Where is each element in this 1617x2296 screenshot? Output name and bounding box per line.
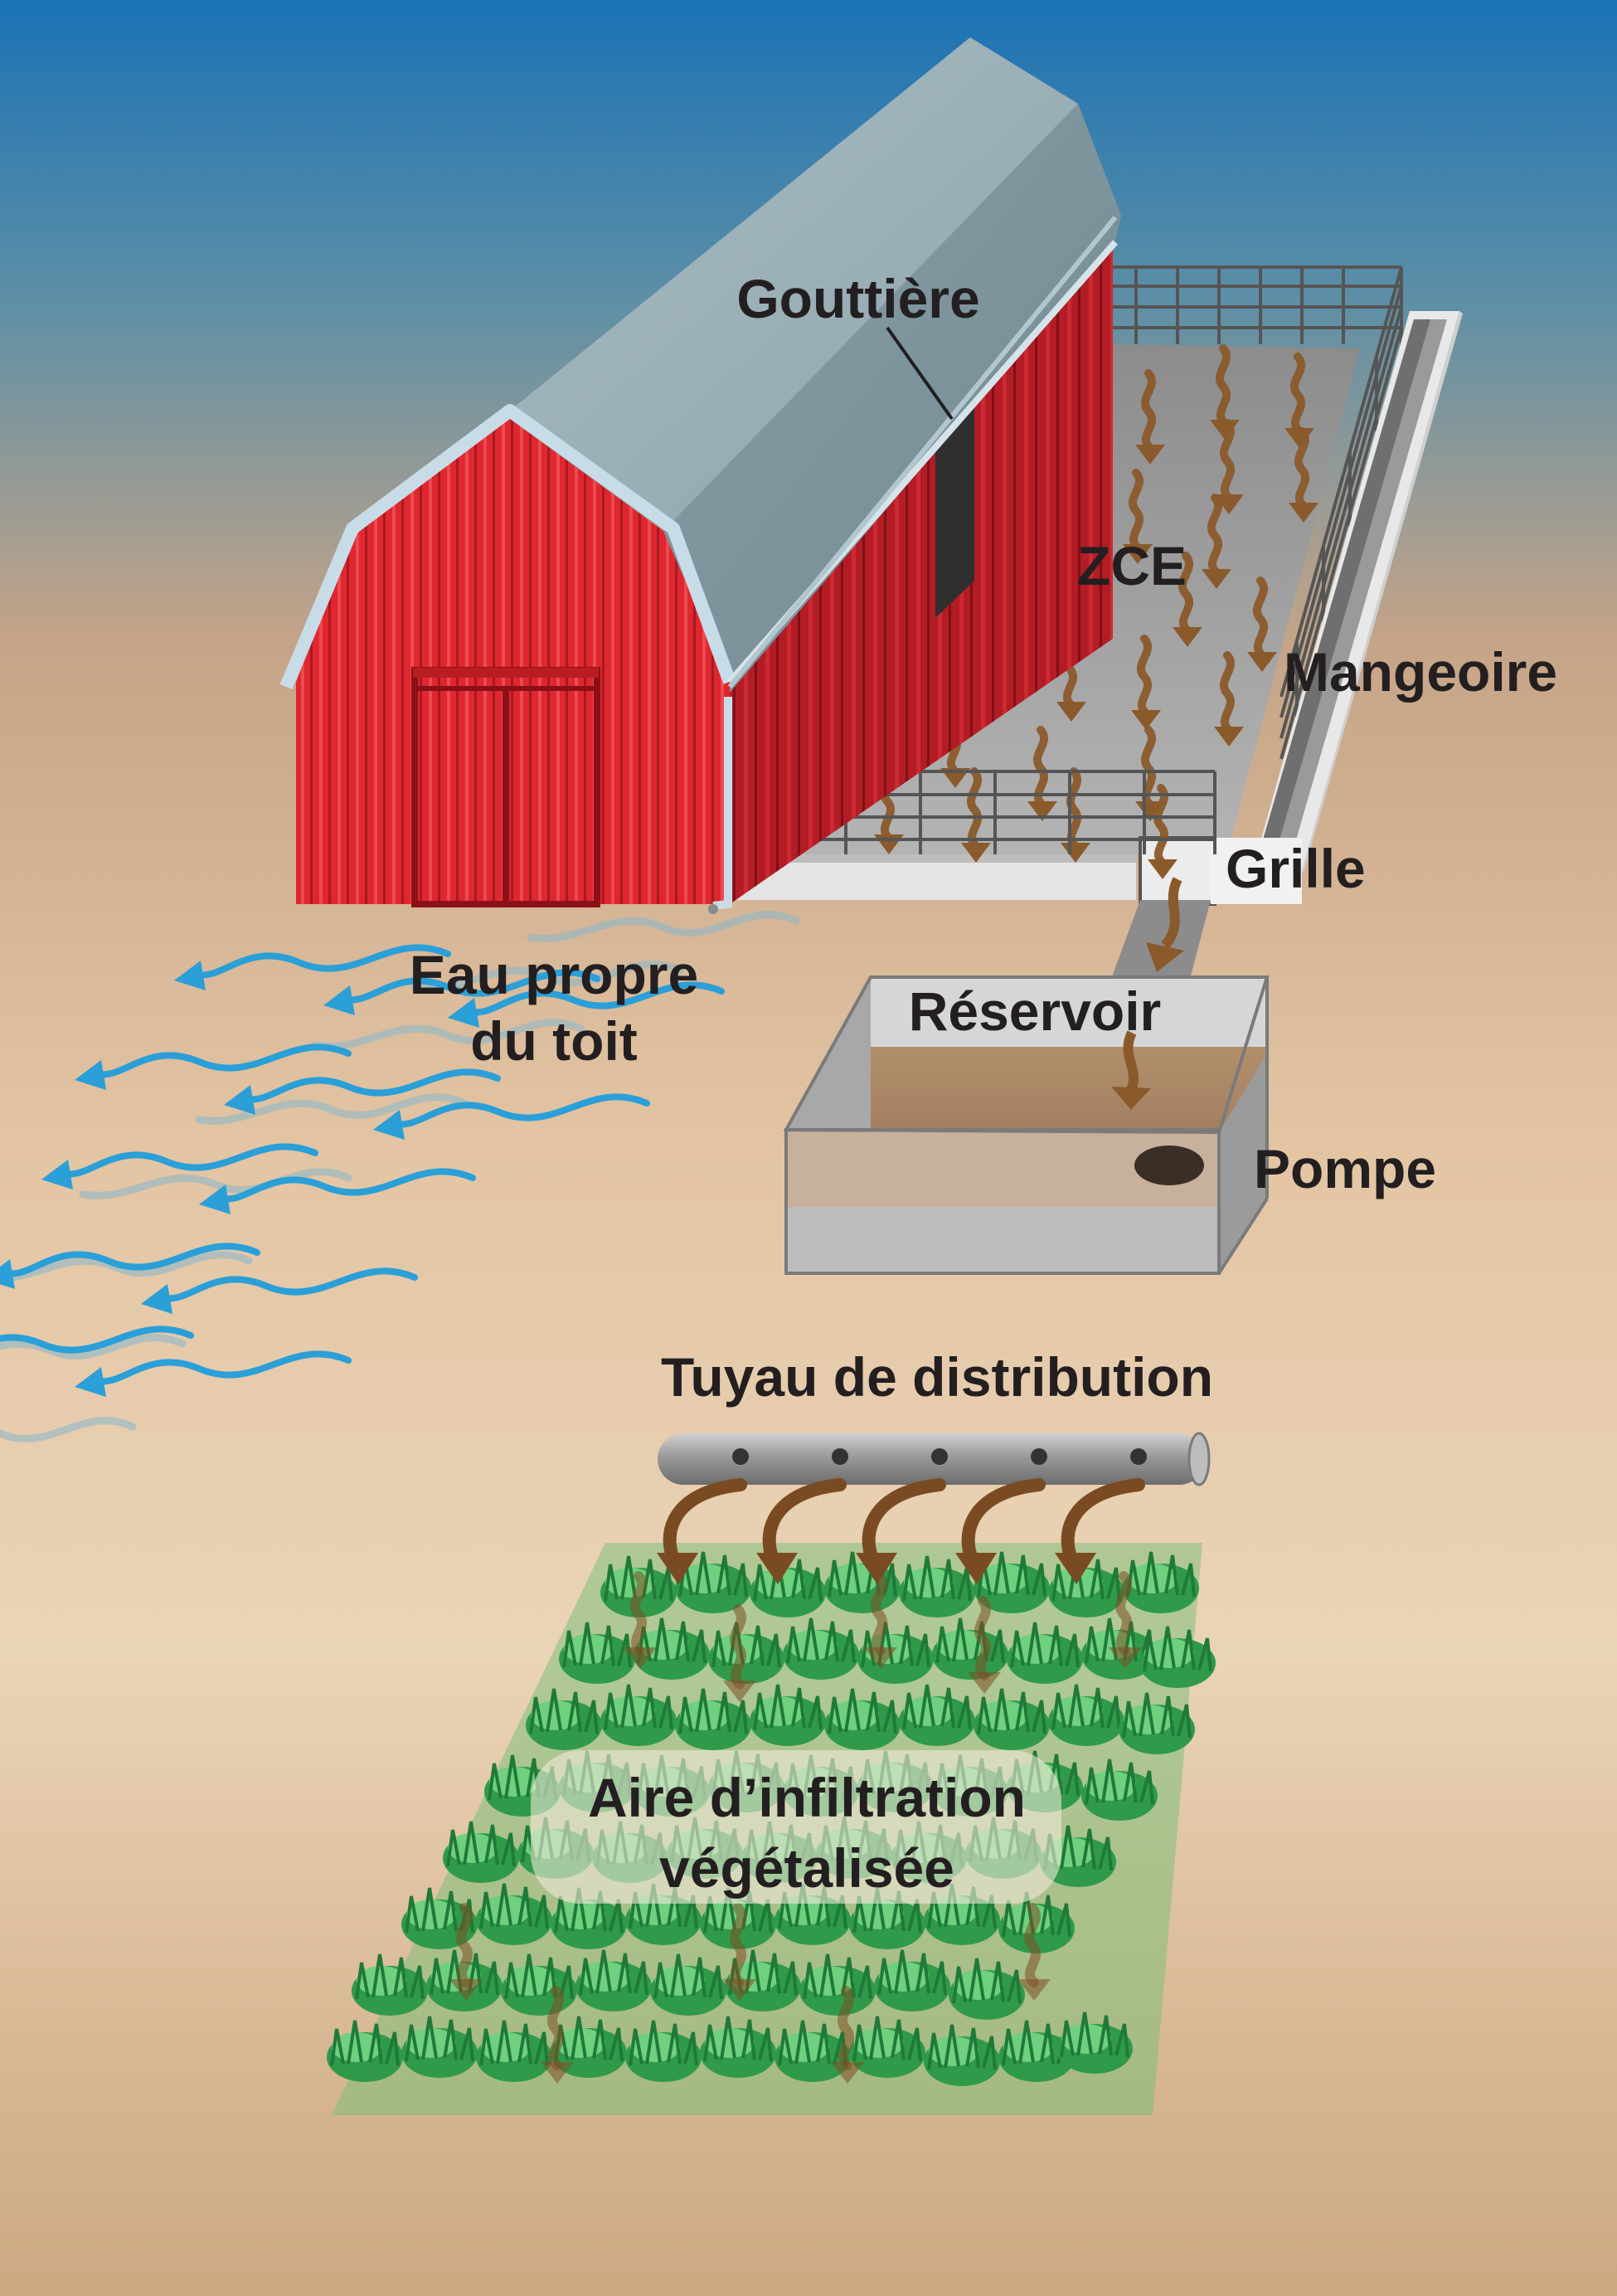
tank-label: Réservoir — [909, 980, 1162, 1042]
pump-icon — [1134, 1146, 1204, 1185]
barn — [279, 37, 1121, 914]
roof-water-label-line2: du toit — [470, 1010, 638, 1072]
pipe-label: Tuyau de distribution — [661, 1346, 1213, 1408]
feeder-label: Mangeoire — [1284, 641, 1557, 703]
roof-water-label-line1: Eau propre — [410, 944, 698, 1005]
vfs-label-line1: Aire d’infiltration — [588, 1767, 1026, 1828]
feeder-trough — [1252, 311, 1463, 873]
vfs-label-glow — [531, 1750, 1061, 1904]
pump-label: Pompe — [1254, 1138, 1436, 1199]
gutter-label: Gouttière — [736, 268, 979, 329]
reservoir-tank — [783, 975, 1270, 1275]
gutter-leader — [886, 326, 954, 421]
vfs-label-line2: végétalisée — [659, 1837, 954, 1899]
grate-label: Grille — [1226, 838, 1366, 899]
channel-to-tank — [1111, 877, 1211, 979]
pipe-outlet-arrowheads — [657, 1553, 1096, 1584]
back-fence — [1107, 265, 1403, 760]
distribution-pipe — [658, 1432, 1211, 1486]
zce-label: ZCE — [1077, 535, 1187, 596]
